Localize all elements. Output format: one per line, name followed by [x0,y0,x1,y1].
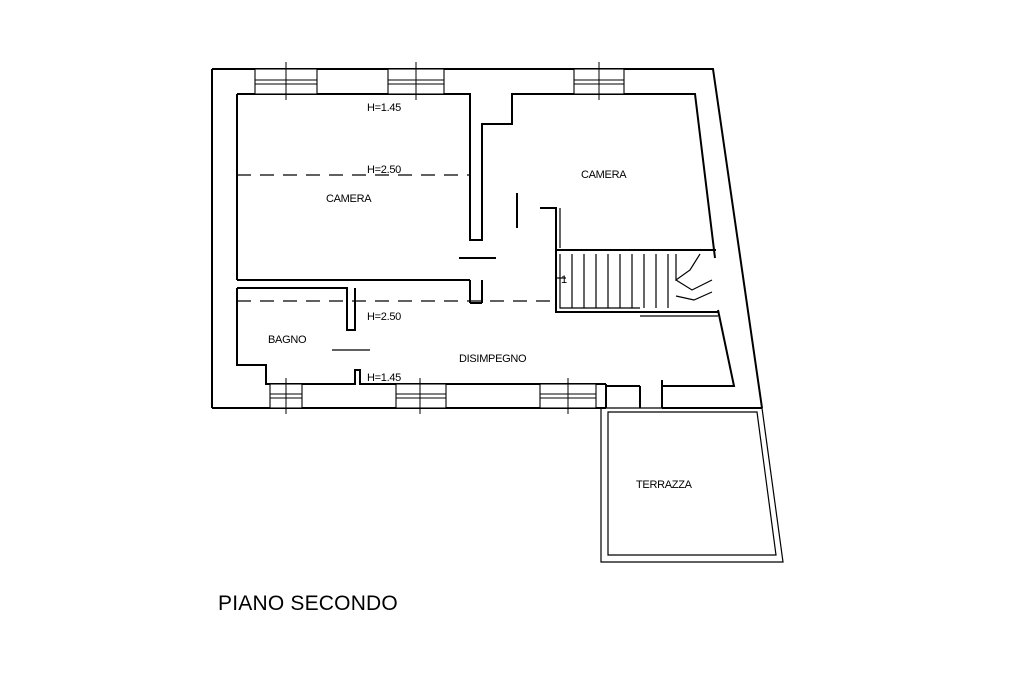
stair-mark: 1 [561,274,567,286]
height-label-bottom-low: H=1.45 [367,372,401,384]
room-label-bagno: BAGNO [268,334,307,346]
room-label-camera-left: CAMERA [326,193,372,205]
height-label-top-low: H=1.45 [367,102,401,114]
room-label-camera-right: CAMERA [581,169,627,181]
height-label-bottom-high: H=2.50 [367,311,401,323]
floor-title: PIANO SECONDO [218,592,398,615]
room-label-disimpegno: DISIMPEGNO [459,353,527,365]
interior-walls [237,193,718,408]
labels: H=1.45 H=2.50 CAMERA CAMERA 1 H=2.50 BAG… [268,102,693,491]
terrace [600,407,784,563]
height-label-top-high: H=2.50 [367,164,401,176]
height-lines [237,174,556,302]
staircase [556,253,713,308]
room-label-terrazza: TERRAZZA [636,479,693,491]
windows [254,62,625,414]
